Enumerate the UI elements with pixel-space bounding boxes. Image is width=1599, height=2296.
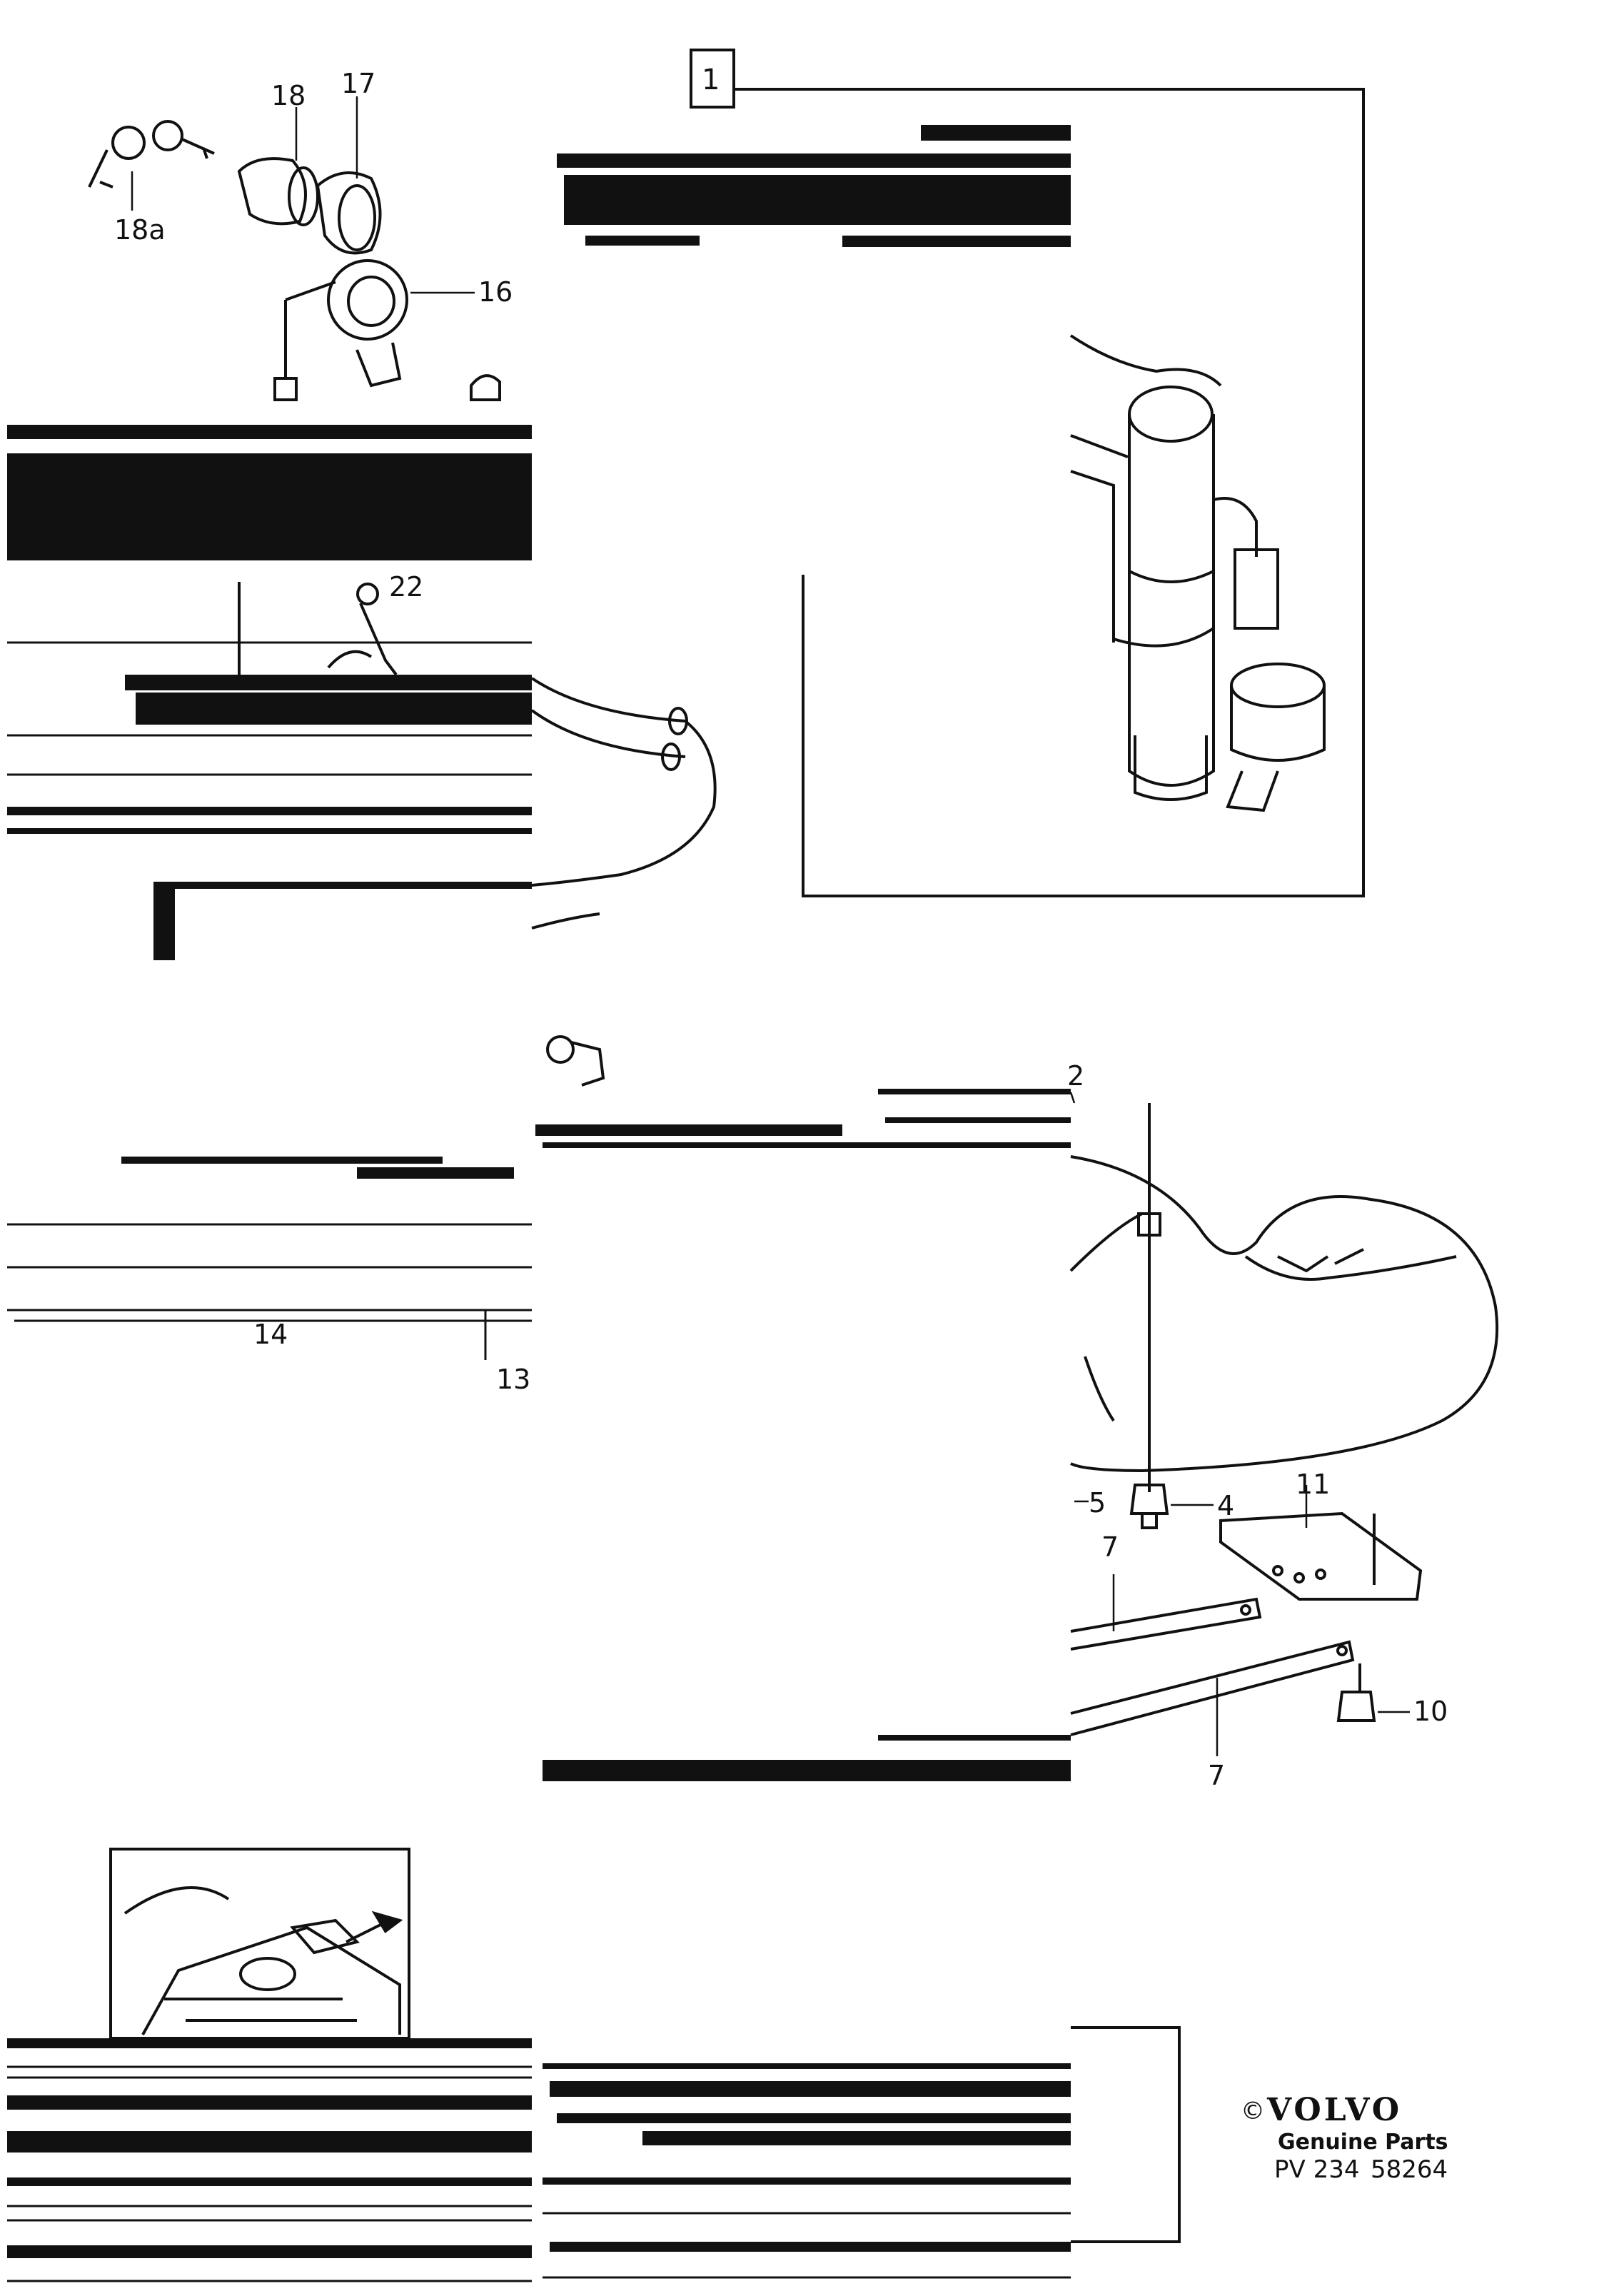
callout-4: 4 [1217,1490,1234,1521]
callout-7-lower: 7 [1208,1760,1225,1791]
mounting-hardware-illustration [1069,1092,1423,1756]
scan-artifact-bands-center [121,1089,1071,1781]
scan-artifact-bands-left [7,425,532,960]
part-code-prefix: PV 234 [1274,2155,1359,2184]
inset-box-fuel-pump [690,49,1365,897]
callout-22: 22 [389,571,423,603]
leader-lines-13-14 [225,1309,487,1360]
callout-11: 11 [1296,1469,1330,1500]
clamp-illustration [546,1035,605,1087]
bottom-inset-floor-panel [109,1848,410,2040]
scan-artifact-bands-bottom [7,2038,1071,2258]
scan-artifact-lines-bottom [7,2065,1071,2282]
callout-18: 18 [271,80,306,111]
genuine-parts-label: Genuine Parts [1278,2130,1448,2155]
callout-2: 2 [1067,1060,1084,1092]
callout-13: 13 [496,1364,530,1395]
ignition-lock-assembly [88,96,475,401]
screw-and-cable-illustration [238,374,717,930]
inset-frame [734,88,1365,897]
volvo-genuine-parts-footer: © VOLVO Genuine Parts PV 234 58264 [1241,2092,1448,2184]
inset-box-number: 1 [702,64,720,96]
callout-10: 10 [1413,1696,1448,1727]
fuel-tank-illustration [1069,1155,1499,1473]
scan-artifact-lines-center [7,1223,532,1322]
callout-5: 5 [1089,1487,1106,1519]
lock-cylinder-illustration [237,157,319,226]
bottom-right-frame [1071,2026,1181,2243]
lock-housing-illustration [273,259,408,401]
lock-cap-illustration [316,171,382,255]
part-code-number: 58264 [1371,2155,1448,2184]
callout-7-upper: 7 [1101,1531,1119,1563]
callout-16: 16 [478,276,513,308]
callout-17: 17 [341,68,375,99]
callout-18a: 18a [114,214,166,246]
scan-artifact-lines-left [7,641,532,776]
keys-illustration [88,120,215,188]
fuel-pump-illustration [1069,334,1326,812]
callout-14: 14 [253,1319,288,1350]
inset-number-box [690,49,735,109]
scan-artifact-bands-middle-top [557,125,1071,247]
volvo-logo-text: VOLVO [1266,2092,1402,2128]
copyright-symbol: © [1241,2097,1265,2125]
